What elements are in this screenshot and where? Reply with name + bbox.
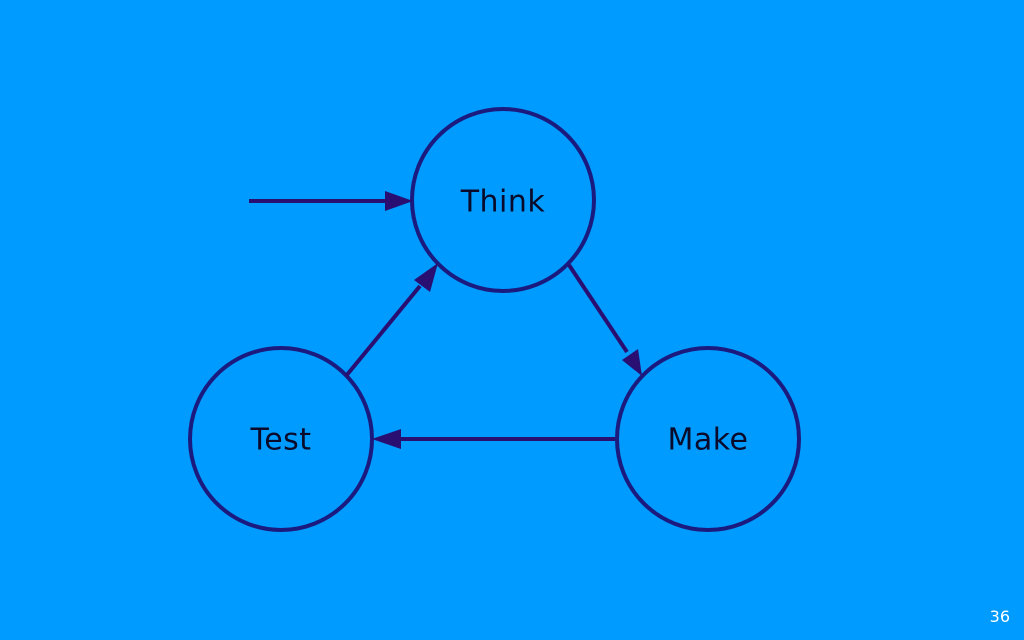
node-make-label: Make [667,422,749,458]
arrowhead-make-to-test [372,429,401,449]
page-number: 36 [989,607,1010,626]
edge-test-to-think [344,284,422,378]
node-think-circle [410,107,596,293]
arrowhead-entry-to-think [385,191,413,211]
arrowhead-test-to-think [414,263,438,292]
node-test-label: Test [250,422,312,458]
node-think-label: Think [460,184,546,220]
node-make-circle [615,346,801,532]
arrowhead-think-to-make [622,349,642,376]
edge-think-to-make [567,263,629,354]
